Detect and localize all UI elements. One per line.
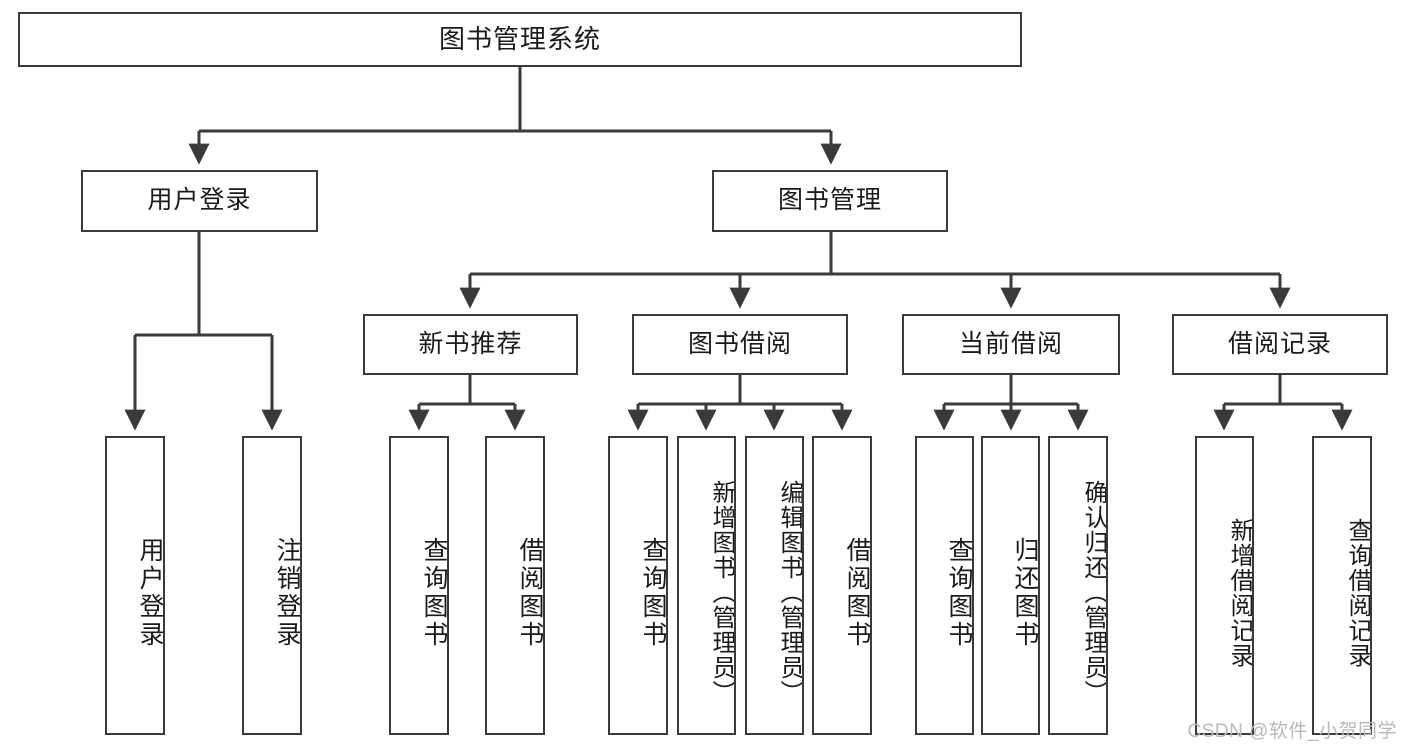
node-label: 查询图书 xyxy=(639,536,667,649)
node-leaf-confirm-return[interactable]: 确认归还（管理员） xyxy=(1048,436,1108,735)
node-label: 编辑图书（管理员） xyxy=(776,480,803,705)
node-label: 图书管理 xyxy=(777,186,882,215)
node-leaf-borrow-book-1[interactable]: 借阅图书 xyxy=(485,436,545,735)
node-label: 确认归还（管理员） xyxy=(1080,480,1107,705)
node-label: 查询借阅记录 xyxy=(1344,517,1371,668)
csdn-watermark: CSDN @软件_小贺同学 xyxy=(1187,721,1397,742)
node-book-borrow[interactable]: 图书借阅 xyxy=(632,314,848,375)
node-label: 当前借阅 xyxy=(958,329,1063,358)
node-leaf-query-book-3[interactable]: 查询图书 xyxy=(915,436,974,735)
node-label: 查询图书 xyxy=(945,536,973,649)
node-leaf-logout[interactable]: 注销登录 xyxy=(242,436,302,735)
node-label: 借阅图书 xyxy=(516,536,544,649)
node-label: 用户登录 xyxy=(136,536,164,649)
node-leaf-borrow-book-2[interactable]: 借阅图书 xyxy=(812,436,872,735)
node-user-login[interactable]: 用户登录 xyxy=(81,170,318,232)
node-label: 借阅记录 xyxy=(1227,329,1332,358)
node-new-book-recommend[interactable]: 新书推荐 xyxy=(363,314,578,375)
node-label: 图书管理系统 xyxy=(438,24,601,55)
node-leaf-add-book[interactable]: 新增图书（管理员） xyxy=(677,436,736,735)
node-leaf-add-record[interactable]: 新增借阅记录 xyxy=(1195,436,1254,735)
node-leaf-query-book-2[interactable]: 查询图书 xyxy=(608,436,668,735)
node-leaf-query-record[interactable]: 查询借阅记录 xyxy=(1312,436,1372,735)
node-label: 新书推荐 xyxy=(418,329,523,358)
node-leaf-return-book[interactable]: 归还图书 xyxy=(981,436,1040,735)
node-label: 用户登录 xyxy=(147,186,252,215)
node-label: 新增图书（管理员） xyxy=(708,480,735,705)
node-current-borrow[interactable]: 当前借阅 xyxy=(902,314,1120,375)
node-leaf-query-book-1[interactable]: 查询图书 xyxy=(389,436,449,735)
node-label: 注销登录 xyxy=(273,536,301,649)
node-leaf-user-login[interactable]: 用户登录 xyxy=(105,436,165,735)
node-label: 图书借阅 xyxy=(687,329,792,358)
node-label: 借阅图书 xyxy=(843,536,871,649)
node-label: 查询图书 xyxy=(420,536,448,649)
node-borrow-record[interactable]: 借阅记录 xyxy=(1172,314,1388,375)
node-root-book-management-system[interactable]: 图书管理系统 xyxy=(18,12,1022,67)
node-label: 归还图书 xyxy=(1011,536,1039,649)
node-book-management[interactable]: 图书管理 xyxy=(712,170,948,232)
node-leaf-edit-book[interactable]: 编辑图书（管理员） xyxy=(745,436,804,735)
node-label: 新增借阅记录 xyxy=(1226,517,1253,668)
